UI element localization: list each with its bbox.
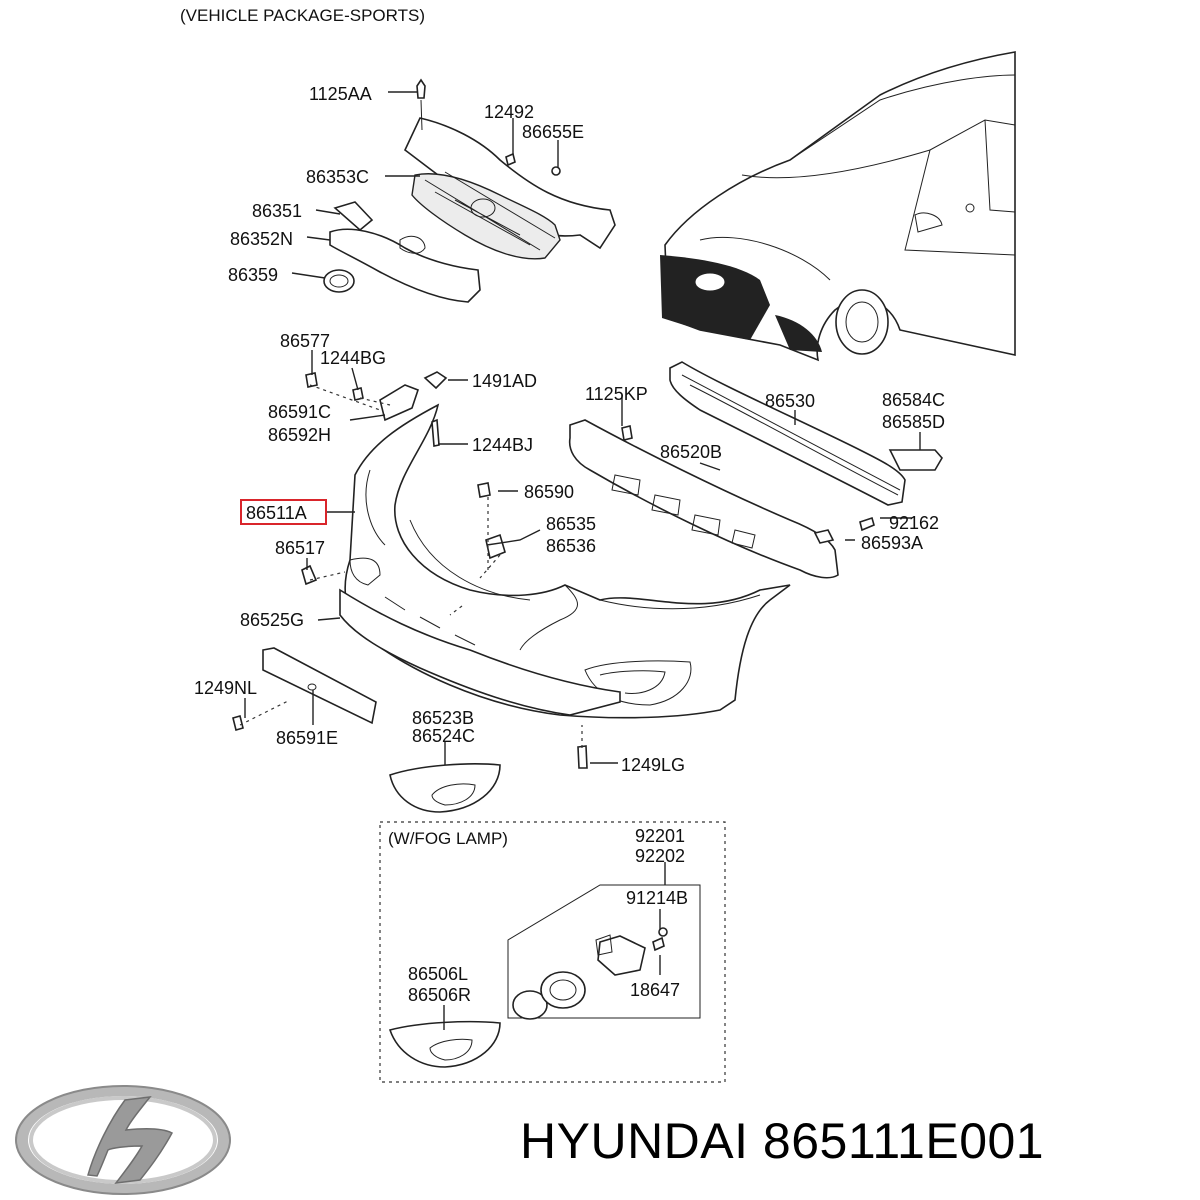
- label-86520B: 86520B: [660, 442, 722, 462]
- label-86592H: 86592H: [268, 425, 331, 445]
- highlight-box-86511A: [240, 499, 327, 525]
- label-86591C: 86591C: [268, 402, 331, 422]
- label-86359: 86359: [228, 265, 278, 285]
- hyundai-logo: [15, 1085, 231, 1195]
- label-86511A: 86511A: [246, 503, 307, 523]
- leader-lines: [244, 91, 921, 1030]
- vehicle-illustration: [660, 51, 1016, 362]
- label-86577: 86577: [280, 331, 330, 351]
- front-bumper-assembly: [232, 371, 791, 769]
- fog-cover-part: [389, 763, 501, 813]
- label-92202: 92202: [635, 846, 685, 866]
- label-18647: 18647: [630, 980, 680, 1000]
- label-86351: 86351: [252, 201, 302, 221]
- label-1244BG: 1244BG: [320, 348, 386, 368]
- label-86524C: 86524C: [412, 726, 475, 746]
- label-86655E: 86655E: [522, 122, 584, 142]
- label-86584C: 86584C: [882, 390, 945, 410]
- fog-lamp-assembly: [388, 884, 701, 1068]
- label-86353C: 86353C: [306, 167, 369, 187]
- label-92162: 92162: [889, 513, 939, 533]
- label-86585D: 86585D: [882, 412, 945, 432]
- label-86506L: 86506L: [408, 964, 468, 984]
- label-86590: 86590: [524, 482, 574, 502]
- bumper-reinforcement: [568, 361, 943, 579]
- label-1125KP: 1125KP: [585, 384, 648, 404]
- part-number-caption: HYUNDAI 865111E001: [520, 1113, 1045, 1169]
- fog-lamp-group-box: [379, 821, 726, 1083]
- part-labels: 1125AA 12492 86655E 86353C 86351 86352N …: [194, 84, 945, 1005]
- label-86593A: 86593A: [861, 533, 923, 553]
- label-86535: 86535: [546, 514, 596, 534]
- label-1249NL: 1249NL: [194, 678, 257, 698]
- label-1491AD: 1491AD: [472, 371, 537, 391]
- label-86352N: 86352N: [230, 229, 293, 249]
- label-1249LG: 1249LG: [621, 755, 685, 775]
- label-1125AA: 1125AA: [309, 84, 372, 104]
- label-86523B: 86523B: [412, 708, 474, 728]
- label-91214B: 91214B: [626, 888, 688, 908]
- fog-lamp-title: (W/FOG LAMP): [388, 829, 508, 848]
- label-86517: 86517: [275, 538, 325, 558]
- label-86530: 86530: [765, 391, 815, 411]
- package-note: (VEHICLE PACKAGE-SPORTS): [180, 6, 425, 25]
- label-86591E: 86591E: [276, 728, 338, 748]
- label-92201: 92201: [635, 826, 685, 846]
- label-86536: 86536: [546, 536, 596, 556]
- label-86506R: 86506R: [408, 985, 471, 1005]
- grille-assembly: [323, 78, 616, 303]
- label-1244BJ: 1244BJ: [472, 435, 533, 455]
- label-12492: 12492: [484, 102, 534, 122]
- label-86525G: 86525G: [240, 610, 304, 630]
